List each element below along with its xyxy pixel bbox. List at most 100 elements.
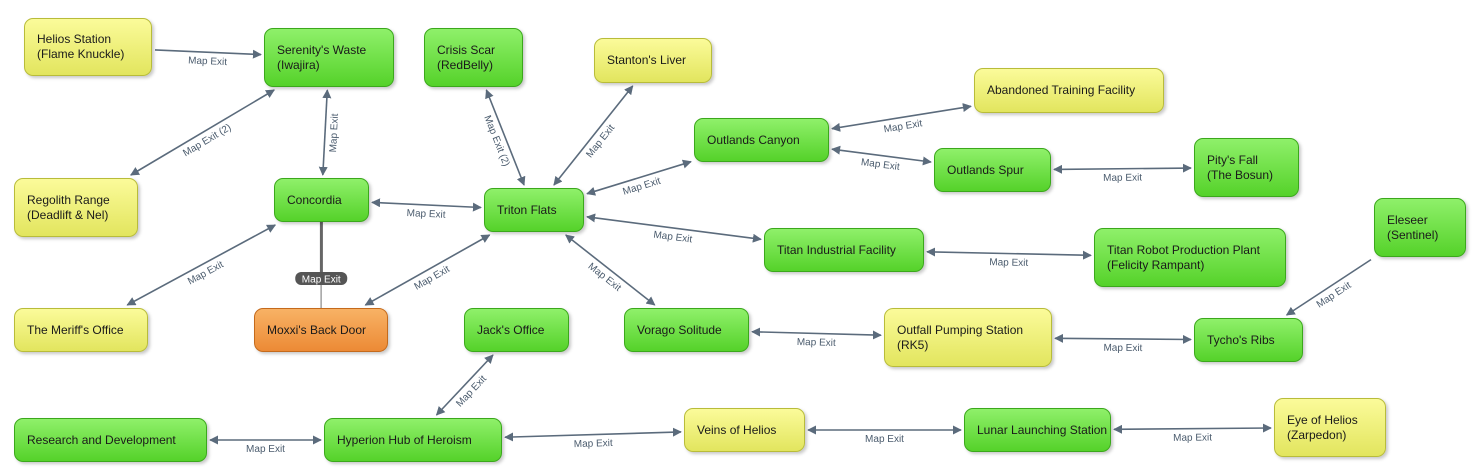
edge-veins-lunar: Map Exit xyxy=(807,425,962,445)
node-title: Serenity's Waste xyxy=(277,42,367,57)
node-title: Research and Development xyxy=(27,432,176,447)
edge-label: Map Exit xyxy=(989,257,1028,269)
node-triton[interactable]: Triton Flats xyxy=(484,188,584,232)
node-subtitle: (Sentinel) xyxy=(1387,227,1439,242)
edge-triton-vorago: Map Exit xyxy=(565,234,656,306)
edge-label: Map Exit xyxy=(328,113,341,153)
node-regolith[interactable]: Regolith Range(Deadlift & Nel) xyxy=(14,178,138,237)
node-title: Vorago Solitude xyxy=(637,322,722,337)
node-title: Pity's Fall xyxy=(1207,152,1258,167)
edge-canyon-spur: Map Exit xyxy=(831,145,932,173)
edge-label: Map Exit xyxy=(302,275,341,286)
edge-crisis-triton: Map Exit (2) xyxy=(481,89,526,186)
node-titanrobot[interactable]: Titan Robot Production Plant(Felicity Ra… xyxy=(1094,228,1286,287)
node-eye[interactable]: Eye of Helios(Zarpedon) xyxy=(1274,398,1386,457)
edge-label: Map Exit xyxy=(1103,343,1142,354)
edge-jack-hyperion: Map Exit xyxy=(435,354,494,416)
edge-triton-stanton: Map Exit xyxy=(553,85,634,186)
node-abandoned[interactable]: Abandoned Training Facility xyxy=(974,68,1164,113)
node-titanind[interactable]: Titan Industrial Facility xyxy=(764,228,924,272)
node-title: Stanton's Liver xyxy=(607,53,687,67)
node-veins[interactable]: Veins of Helios xyxy=(684,408,805,452)
edge-research-hyperion: Map Exit xyxy=(209,435,322,455)
edge-lunar-eye: Map Exit xyxy=(1113,423,1272,444)
edge-concordia-triton: Map Exit xyxy=(371,198,482,221)
node-concordia[interactable]: Concordia xyxy=(274,178,369,222)
node-tycho[interactable]: Tycho's Ribs xyxy=(1194,318,1303,362)
node-moxxi[interactable]: Moxxi's Back Door xyxy=(254,308,388,352)
node-title: Eleseer xyxy=(1387,212,1428,227)
edge-label: Map Exit xyxy=(574,438,613,450)
node-title: Lunar Launching Station xyxy=(977,422,1108,437)
edge-hyperion-veins: Map Exit xyxy=(504,427,682,450)
node-title: Crisis Scar xyxy=(437,42,496,57)
edge-label: Map Exit xyxy=(860,157,900,173)
node-title: Tycho's Ribs xyxy=(1207,332,1275,347)
edge-label: Map Exit xyxy=(883,118,923,135)
node-eleseer[interactable]: Eleseer(Sentinel) xyxy=(1374,198,1466,257)
edge-triton-titanind: Map Exit xyxy=(586,213,762,246)
node-crisis[interactable]: Crisis Scar(RedBelly) xyxy=(424,28,523,87)
node-title: Triton Flats xyxy=(497,202,557,217)
node-title: Veins of Helios xyxy=(697,422,777,437)
node-canyon[interactable]: Outlands Canyon xyxy=(694,118,829,162)
node-title: Outfall Pumping Station xyxy=(897,322,1024,337)
node-title: Jack's Office xyxy=(477,322,545,337)
node-hyperion[interactable]: Hyperion Hub of Heroism xyxy=(324,418,502,462)
node-research[interactable]: Research and Development xyxy=(14,418,207,462)
node-subtitle: (Deadlift & Nel) xyxy=(27,207,109,222)
edge-label: Map Exit xyxy=(188,55,228,68)
edge-label: Map Exit xyxy=(1173,433,1212,444)
node-meriff[interactable]: The Meriff's Office xyxy=(14,308,148,352)
node-title: Regolith Range xyxy=(27,192,110,207)
node-serenity[interactable]: Serenity's Waste(Iwajira) xyxy=(264,28,394,87)
node-subtitle: (RedBelly) xyxy=(437,57,494,72)
edge-concordia-meriff: Map Exit xyxy=(126,224,277,306)
node-subtitle: (Felicity Rampant) xyxy=(1107,257,1205,272)
edge-triton-moxxi: Map Exit xyxy=(364,234,491,306)
edge-serenity-regolith: Map Exit (2) xyxy=(130,89,275,176)
edge-titanind-titanrobot: Map Exit xyxy=(926,247,1092,269)
node-subtitle: (The Bosun) xyxy=(1207,167,1274,182)
node-title: Outlands Canyon xyxy=(707,132,800,147)
node-title: Titan Industrial Facility xyxy=(777,242,896,257)
node-spur[interactable]: Outlands Spur xyxy=(934,148,1051,192)
node-stanton[interactable]: Stanton's Liver xyxy=(594,38,712,83)
node-subtitle: (Iwajira) xyxy=(277,57,320,72)
edge-label: Map Exit xyxy=(653,230,693,246)
edge-triton-canyon: Map Exit xyxy=(586,159,692,198)
node-title: Hyperion Hub of Heroism xyxy=(337,432,472,447)
node-title: Helios Station xyxy=(37,32,112,46)
node-lunar[interactable]: Lunar Launching Station xyxy=(964,408,1111,452)
node-subtitle: (RK5) xyxy=(897,337,929,352)
edge-label: Map Exit xyxy=(246,444,285,455)
edge-serenity-concordia: Map Exit xyxy=(318,89,341,176)
node-title: Abandoned Training Facility xyxy=(987,83,1136,97)
node-helios[interactable]: Helios Station(Flame Knuckle) xyxy=(24,18,152,76)
edge-label: Map Exit xyxy=(622,176,663,198)
node-title: Titan Robot Production Plant xyxy=(1107,242,1260,257)
edge-vorago-outfall: Map Exit xyxy=(751,327,882,349)
edge-label: Map Exit xyxy=(865,434,904,445)
node-title: Concordia xyxy=(287,192,342,207)
node-jack[interactable]: Jack's Office xyxy=(464,308,569,352)
node-outfall[interactable]: Outfall Pumping Station(RK5) xyxy=(884,308,1052,367)
edge-canyon-abandoned: Map Exit xyxy=(831,103,972,135)
edge-label: Map Exit xyxy=(1103,173,1142,184)
node-title: The Meriff's Office xyxy=(27,322,124,337)
edge-concordia-moxxi: Map Exit xyxy=(295,222,348,308)
edge-eleseer-tycho: Map Exit xyxy=(1285,258,1372,316)
node-title: Moxxi's Back Door xyxy=(267,322,366,337)
node-title: Outlands Spur xyxy=(947,162,1024,177)
node-vorago[interactable]: Vorago Solitude xyxy=(624,308,749,352)
edge-spur-pity: Map Exit xyxy=(1053,163,1192,184)
edge-label: Map Exit xyxy=(797,337,836,349)
node-pity[interactable]: Pity's Fall(The Bosun) xyxy=(1194,138,1299,197)
node-subtitle: (Flame Knuckle) xyxy=(37,47,125,61)
edge-helios-serenity: Map Exit xyxy=(154,49,262,68)
edge-outfall-tycho: Map Exit xyxy=(1054,333,1192,354)
edge-label: Map Exit xyxy=(406,208,446,221)
node-title: Eye of Helios xyxy=(1287,412,1358,427)
